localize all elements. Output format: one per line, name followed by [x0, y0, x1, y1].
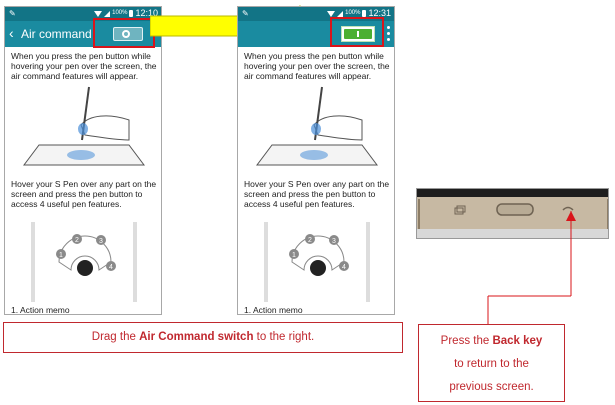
pen-icon: ✎: [9, 9, 16, 18]
description-text: When you press the pen button while hove…: [244, 51, 390, 81]
recent-apps-key-icon[interactable]: [454, 205, 466, 215]
pen-icon: ✎: [242, 9, 249, 18]
hover-instructions-text: Hover your S Pen over any part on the sc…: [11, 179, 157, 209]
instruction-emphasis: Air Command switch: [139, 331, 254, 343]
pen-hover-illustration: [256, 86, 378, 166]
wifi-icon: [327, 11, 336, 17]
menu-number-3: 3: [332, 238, 336, 245]
pen-hover-illustration: [23, 86, 145, 166]
menu-number-4: 4: [109, 264, 113, 271]
back-key-instruction: Press the Back key to return to the prev…: [418, 324, 565, 402]
battery-percent: 100%: [345, 10, 361, 16]
app-bar: ‹ Air command: [5, 21, 161, 47]
battery-percent: 100%: [112, 10, 128, 16]
instruction-text: Press the: [440, 335, 493, 347]
back-icon[interactable]: ‹: [9, 25, 14, 41]
phone-screen-before: ✎ 100% 12:10 ‹ Air command When you pres…: [4, 6, 162, 315]
status-clock: 12:10: [135, 8, 158, 18]
app-bar: [238, 21, 394, 47]
menu-number-3: 3: [99, 238, 103, 245]
air-command-menu-illustration: 1 2 3 4: [31, 222, 137, 302]
drag-switch-instruction: Drag the Air Command switch to the right…: [3, 322, 403, 353]
instruction-text: previous screen.: [449, 381, 534, 393]
list-item-action-memo[interactable]: 1. Action memo: [244, 305, 303, 315]
wifi-icon: [94, 11, 103, 17]
device-bottom-photo: [417, 189, 608, 238]
status-clock: 12:31: [368, 8, 391, 18]
description-text: When you press the pen button while hove…: [11, 51, 157, 81]
battery-icon: [129, 10, 134, 17]
overflow-menu-icon[interactable]: [387, 26, 390, 41]
air-command-menu-illustration: 1 2 3 4: [264, 222, 370, 302]
status-bar: ✎ 100% 12:10: [5, 7, 161, 21]
switch-highlight-box: [330, 17, 384, 47]
battery-icon: [362, 10, 367, 17]
instruction-text: Drag the: [91, 331, 140, 343]
list-item-action-memo[interactable]: 1. Action memo: [11, 305, 70, 315]
instruction-text: to the right.: [253, 331, 315, 343]
instruction-text: to return to the: [454, 358, 529, 370]
hover-instructions-text: Hover your S Pen over any part on the sc…: [244, 179, 390, 209]
air-command-switch[interactable]: [341, 26, 375, 42]
menu-number-2: 2: [75, 237, 79, 244]
menu-number-1: 1: [59, 252, 63, 259]
page-title: Air command: [21, 27, 92, 41]
air-command-switch[interactable]: [113, 27, 143, 41]
switch-knob: [122, 30, 130, 38]
device-hardware-keys-panel: [416, 188, 609, 239]
menu-number-2: 2: [308, 237, 312, 244]
signal-icon: [337, 10, 344, 17]
switch-on-fill: [344, 29, 372, 39]
back-key-icon[interactable]: [562, 206, 574, 211]
home-key-icon[interactable]: [496, 203, 534, 216]
phone-screen-after: ✎ 100% 12:31 When you press the pen butt…: [237, 6, 395, 315]
instruction-emphasis: Back key: [492, 335, 543, 347]
menu-number-1: 1: [292, 252, 296, 259]
menu-number-4: 4: [342, 264, 346, 271]
signal-icon: [104, 10, 111, 17]
